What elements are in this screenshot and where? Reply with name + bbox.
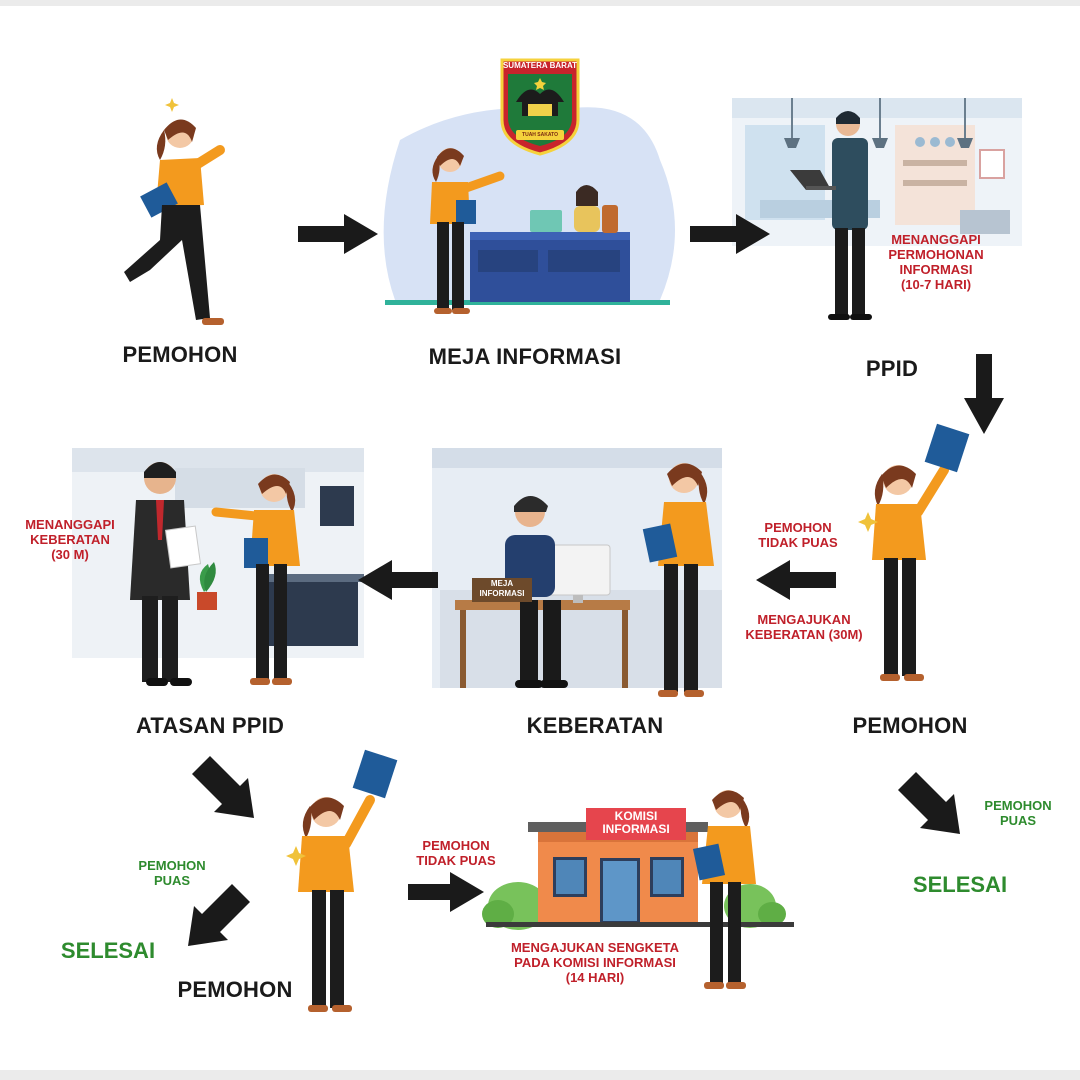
arrow-down [964, 354, 1004, 434]
sumatera-barat-logo: SUMATERA BARAT TUAH SAKATO [500, 58, 580, 156]
note-line: PEMOHON [138, 858, 206, 873]
stage-label-pemohon-3: PEMOHON [177, 977, 293, 1002]
ppid-office-scene [732, 98, 1022, 320]
note-ppid-response: MENANGGAPI PERMOHONAN INFORMASI (10-7 HA… [866, 232, 1006, 292]
arrow-right-3 [408, 872, 484, 912]
stage-label-atasan-ppid: ATASAN PPID [135, 713, 285, 738]
note-puas-right: PEMOHON PUAS [958, 798, 1078, 828]
top-border [0, 0, 1080, 6]
meja-informasi-sign: MEJA INFORMASI [472, 579, 532, 599]
meja-sign-line-1: MEJA [490, 579, 514, 588]
note-keberatan-response: MENANGGAPI KEBERATAN (30 M) [12, 517, 128, 562]
selesai-left: SELESAI [60, 938, 156, 963]
atasan-office-scene [72, 448, 364, 686]
note-line: PEMOHON [764, 520, 832, 535]
note-mengajukan-keberatan: MENGAJUKAN KEBERATAN (30M) [724, 612, 884, 642]
note-puas-left: PEMOHON PUAS [112, 858, 232, 888]
note-line: TIDAK PUAS [416, 853, 496, 868]
stage-label-pemohon-1: PEMOHON [122, 342, 238, 367]
note-line: INFORMASI [899, 262, 973, 277]
sparkles [165, 98, 878, 866]
logo-ribbon-text: TUAH SAKATO [522, 132, 558, 138]
note-line: KEBERATAN [30, 532, 110, 547]
komisi-informasi-sign: KOMISI INFORMASI [586, 810, 686, 836]
note-line: TIDAK PUAS [758, 535, 838, 550]
note-line: (30 M) [51, 547, 89, 562]
logo-top-text: SUMATERA BARAT [502, 61, 578, 70]
pemohon-atasan-figure [211, 474, 300, 685]
note-line: KEBERATAN (30M) [745, 627, 863, 642]
note-tidak-puas-1: PEMOHON TIDAK PUAS [738, 520, 858, 550]
stage-label-keberatan: KEBERATAN [526, 713, 664, 738]
pemohon-1-figure [124, 119, 225, 325]
stage-label-pemohon-2: PEMOHON [852, 713, 968, 738]
arrow-right-2 [690, 214, 770, 254]
note-line: PUAS [153, 873, 191, 888]
pemohon-3-figure [298, 749, 398, 1012]
note-line: PUAS [999, 813, 1037, 828]
arrow-down-right-2 [898, 772, 960, 834]
note-line: MENGAJUKAN SENGKETA [510, 940, 680, 955]
flow-arrows [188, 214, 1004, 946]
stage-label-ppid: PPID [865, 356, 919, 381]
pemohon-2-figure [872, 423, 970, 681]
note-line: PADA KOMISI INFORMASI [514, 955, 676, 970]
pemohon-keberatan-figure [642, 463, 714, 697]
note-line: PEMOHON [422, 838, 490, 853]
arrow-down-right-1 [192, 756, 254, 818]
arrow-left-1 [756, 560, 836, 600]
arrow-right-1 [298, 214, 378, 254]
note-line: MENANGGAPI [25, 517, 115, 532]
komisi-sign-line-2: INFORMASI [602, 822, 670, 836]
note-line: PEMOHON [984, 798, 1052, 813]
note-tidak-puas-2: PEMOHON TIDAK PUAS [396, 838, 516, 868]
note-line: (10-7 HARI) [900, 277, 972, 292]
komisi-building [482, 808, 794, 930]
komisi-sign-line-1: KOMISI [614, 809, 658, 823]
selesai-right: SELESAI [912, 872, 1008, 897]
pemohon-komisi-figure [692, 790, 756, 989]
note-sengketa: MENGAJUKAN SENGKETA PADA KOMISI INFORMAS… [470, 940, 720, 985]
pemohon-reception-figure [430, 148, 505, 314]
arrow-left-2 [358, 560, 438, 600]
note-line: MENGAJUKAN [757, 612, 851, 627]
meja-sign-line-2: INFORMASI [479, 589, 525, 598]
stage-label-meja-informasi: MEJA INFORMASI [428, 344, 622, 369]
note-line: PERMOHONAN [888, 247, 984, 262]
note-line: MENANGGAPI [891, 232, 981, 247]
note-line: (14 HARI) [565, 970, 625, 985]
bottom-border [0, 1070, 1080, 1080]
arrow-down-left [188, 884, 250, 946]
